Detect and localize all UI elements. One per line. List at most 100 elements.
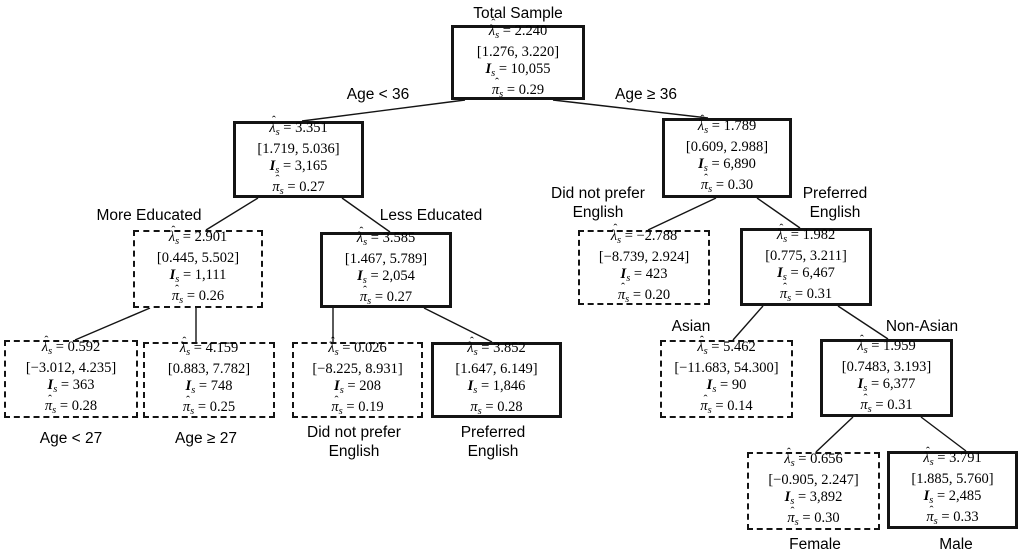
hat-accent: ˆ <box>275 172 280 187</box>
hat-accent: ˆ <box>929 502 934 517</box>
node-label-age_lt27: Age < 27 <box>40 429 102 448</box>
hat-accent: ˆ <box>182 333 187 348</box>
sample-size: Is = 6,377 <box>857 376 916 394</box>
hat-accent: ˆ <box>700 111 705 126</box>
node-label-asian: Asian <box>672 317 711 336</box>
hat-accent: ˆ <box>330 333 335 348</box>
confidence-interval: [−0.905, 2.247] <box>768 472 859 488</box>
hat-accent: ˆ <box>699 332 704 347</box>
node-label-line: Non-Asian <box>885 318 959 335</box>
confidence-interval: [1.885, 5.760] <box>911 471 994 487</box>
node-label-line: More Educated <box>96 207 202 224</box>
hat-accent: ˆ <box>495 75 500 90</box>
confidence-interval: [−8.225, 8.931] <box>312 361 403 377</box>
node-label-more_edu: More Educated <box>96 206 201 225</box>
sample-size: Is = 1,846 <box>467 378 526 396</box>
sample-size: Is = 748 <box>185 378 233 396</box>
hat-accent: ˆ <box>359 223 364 238</box>
hat-accent: ˆ <box>171 222 176 237</box>
confidence-interval: [0.609, 2.988] <box>685 139 769 155</box>
information-symbol: I <box>467 378 474 394</box>
information-symbol: I <box>784 489 791 505</box>
edge-total-age_ge36 <box>552 99 709 119</box>
hat-accent: ˆ <box>859 331 864 346</box>
edge-pref_right-asian <box>732 305 764 341</box>
node-label-line: Male <box>939 536 973 553</box>
confidence-interval: [−3.012, 4.235] <box>25 360 117 376</box>
node-label-non_asian: Non-Asian <box>886 317 958 336</box>
information-symbol: I <box>620 265 627 282</box>
node-label-line: Did not prefer <box>551 185 645 202</box>
sample-size: Is = 6,467 <box>777 265 835 283</box>
node-label-line: Did not prefer <box>307 424 401 441</box>
sample-size: Is = 2,485 <box>923 488 982 506</box>
hat-accent: ˆ <box>334 392 339 407</box>
confidence-interval: [1.276, 3.220] <box>476 43 560 60</box>
pi-estimate: πs = 0.28 <box>470 399 523 417</box>
node-label-line: English <box>328 443 380 460</box>
hat-accent: ˆ <box>786 444 791 459</box>
hat-accent: ˆ <box>469 333 474 348</box>
edge-pref_right-non_asian <box>837 305 889 340</box>
edge-label-age_lt36: Age < 36 <box>346 86 410 103</box>
node-label-line: Preferred <box>802 185 868 202</box>
confidence-interval: [−11.683, 54.300] <box>674 360 779 376</box>
sample-size: Is = 3,892 <box>784 489 843 507</box>
information-symbol: I <box>47 377 54 393</box>
hat-accent: ˆ <box>175 281 180 296</box>
information-symbol: I <box>857 376 864 392</box>
edge-non_asian-female <box>815 416 854 453</box>
sample-size: Is = 90 <box>706 377 747 395</box>
hat-accent: ˆ <box>271 113 276 128</box>
hat-accent: ˆ <box>863 390 868 405</box>
hat-accent: ˆ <box>621 280 626 295</box>
hat-accent: ˆ <box>790 503 795 518</box>
information-symbol: I <box>269 157 276 174</box>
sample-size: Is = 2,054 <box>357 268 415 286</box>
pi-symbol: π <box>470 399 478 415</box>
hat-accent: ˆ <box>783 279 788 294</box>
node-label-age_ge27: Age ≥ 27 <box>175 429 237 448</box>
information-symbol: I <box>334 378 340 394</box>
